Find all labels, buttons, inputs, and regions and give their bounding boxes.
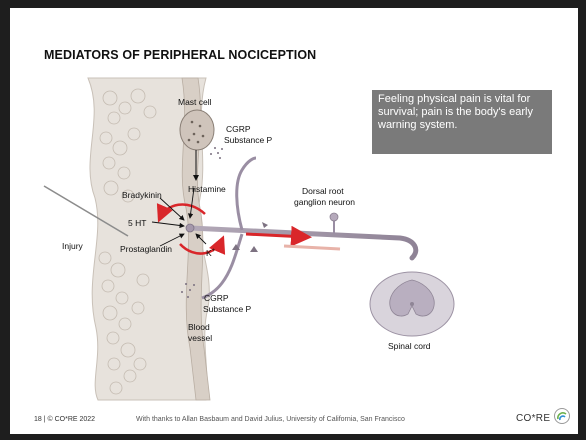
label-cgrp-bottom: CGRP bbox=[204, 293, 229, 303]
callout-box: Feeling physical pain is vital for survi… bbox=[372, 90, 552, 154]
label-k-plus: K+ bbox=[206, 248, 216, 258]
label-dorsal-root-1: Dorsal root bbox=[302, 186, 344, 196]
spinal-cord bbox=[370, 272, 454, 336]
label-histamine: Histamine bbox=[188, 184, 226, 194]
label-mast-cell: Mast cell bbox=[178, 97, 212, 107]
label-cgrp-top: CGRP bbox=[226, 124, 251, 134]
label-prostaglandin: Prostaglandin bbox=[120, 244, 172, 254]
label-dorsal-root-2: ganglion neuron bbox=[294, 197, 355, 207]
footer-page-number: 18 | © CO*RE 2022 bbox=[34, 416, 95, 423]
label-spinal-cord: Spinal cord bbox=[388, 341, 431, 351]
label-blood-2: vessel bbox=[188, 333, 212, 343]
label-substance-p-top: Substance P bbox=[224, 135, 273, 145]
core-logo: CO*RE bbox=[516, 408, 572, 429]
label-five-ht: 5 HT bbox=[128, 218, 146, 228]
neuropeptide-release-top bbox=[210, 147, 223, 159]
footer-credit: With thanks to Allan Basbaum and David J… bbox=[136, 416, 405, 423]
nerve-fiber bbox=[186, 158, 416, 298]
label-blood-1: Blood bbox=[188, 322, 210, 332]
logo-text: CO*RE bbox=[516, 413, 550, 424]
label-substance-p-bottom: Substance P bbox=[203, 304, 252, 314]
slide: MEDIATORS OF PERIPHERAL NOCICEPTION bbox=[10, 8, 578, 434]
nociception-diagram: Mast cell CGRP Substance P Histamine Bra… bbox=[10, 8, 578, 434]
label-bradykinin: Bradykinin bbox=[122, 190, 162, 200]
wifi-arc-icon bbox=[552, 408, 572, 429]
label-injury: Injury bbox=[62, 241, 84, 251]
